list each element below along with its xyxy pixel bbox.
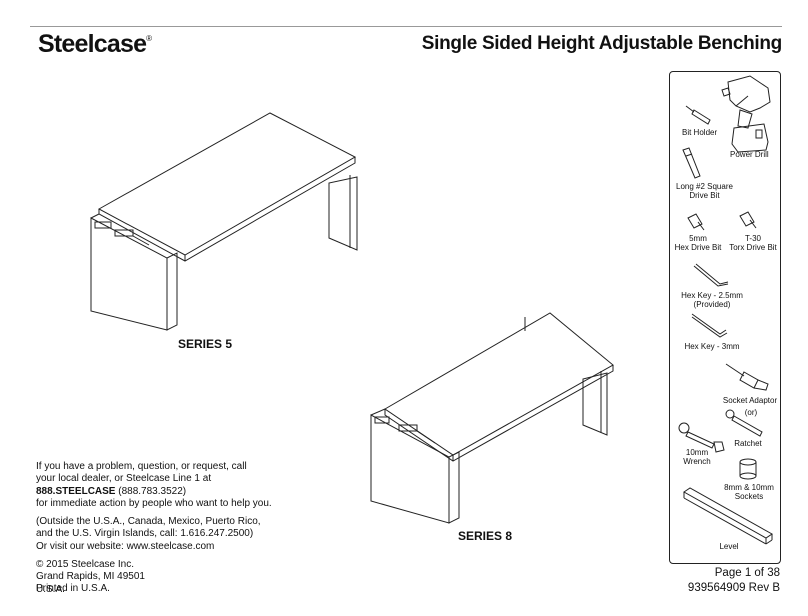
city: Grand Rapids, MI 49501 [36,571,145,583]
sockets-icon [739,458,757,480]
sockets-label-line: Sockets [734,492,764,501]
sockets-label: 8mm & 10mm Sockets [722,483,776,501]
hex-key-3-label: Hex Key - 3mm [684,342,740,351]
wrench-label-line: Wrench [683,457,711,466]
contact-line: If you have a problem, question, or requ… [36,461,247,472]
series8-desk-illustration [370,312,614,524]
long-bit-label: Long #2 Square Drive Bit [676,182,733,200]
page-title: Single Sided Height Adjustable Benching [421,33,783,54]
page-number: Page 1 of 38 [714,567,780,579]
hex-bit-label-line: 5mm [689,234,707,243]
level-label: Level [719,542,739,551]
torx-bit-label-line: T-30 [744,234,761,243]
long-bit-label-line: Drive Bit [689,191,720,200]
hex-key-3mm-icon [691,313,728,338]
contact-line: for immediate action by people who want … [36,497,272,509]
hex-key-2-5mm-icon [693,263,729,287]
hex-key-2-5-label: Hex Key - 2.5mm (Provided) [670,291,754,309]
wrench-icon [678,422,725,453]
phone-digits: (888.783.3522) [115,485,187,497]
brand-name: Steelcase [38,30,147,58]
outside-line: and the U.S. Virgin Islands, call: 1.616… [36,528,254,540]
bit-holder-icon [685,105,711,125]
website-line: Or visit our website: www.steelcase.com [36,540,215,552]
socket-adaptor-label: Socket Adaptor [722,396,778,405]
series5-label: SERIES 5 [178,337,233,351]
torx-bit-label: T-30 Torx Drive Bit [726,234,780,252]
ratchet-icon [725,409,763,437]
hex-key-2-5-label-line: Hex Key - 2.5mm [681,291,743,300]
address-paragraph: © 2015 Steelcase Inc. Grand Rapids, MI 4… [36,559,276,596]
page-info: Page 1 of 38 939564909 Rev B [688,566,780,595]
torx-bit-label-line: Torx Drive Bit [729,243,777,252]
tool-drawings [678,75,773,545]
sockets-label-line: 8mm & 10mm [724,483,774,492]
level-icon [683,487,773,545]
socket-adaptor-icon [725,363,769,391]
country: U.S.A. [36,583,65,595]
or-label: (or) [744,408,758,417]
hex-key-2-5-label-line: (Provided) [693,300,731,309]
ratchet-label: Ratchet [734,439,762,448]
brand-logo: Steelcase® [38,30,152,59]
long-square-drive-bit-icon [682,147,701,179]
hex-drive-bit-icon [687,213,705,231]
document-number: 939564909 Rev B [687,581,780,594]
copyright: © 2015 Steelcase Inc. [36,559,134,571]
wrench-label-line: 10mm [685,448,709,457]
hex-bit-label-line: Hex Drive Bit [674,243,722,252]
outside-line: (Outside the U.S.A., Canada, Mexico, Pue… [36,516,261,528]
contact-paragraph: If you have a problem, question, or requ… [36,461,276,510]
hex-bit-label: 5mm Hex Drive Bit [670,234,726,252]
contact-info: If you have a problem, question, or requ… [36,461,276,602]
wrench-label: 10mm Wrench [678,448,716,466]
printed-in: Printed in U.S.A. [36,583,110,594]
power-drill-label: Power Drill [730,150,769,159]
registered-mark: ® [146,34,152,43]
power-drill-icon [721,75,771,153]
series5-desk-illustration [90,112,358,331]
outside-paragraph: (Outside the U.S.A., Canada, Mexico, Pue… [36,516,276,553]
header-rule [30,26,782,27]
bit-holder-label: Bit Holder [682,128,718,137]
torx-drive-bit-icon [739,211,757,229]
phone-name: 888.STEELCASE [36,485,116,497]
series8-label: SERIES 8 [458,529,513,543]
contact-line: your local dealer, or Steelcase Line 1 a… [36,473,212,485]
long-bit-label-line: Long #2 Square [676,182,733,191]
tools-panel: Bit Holder Power Drill Long #2 Square Dr… [669,71,781,564]
